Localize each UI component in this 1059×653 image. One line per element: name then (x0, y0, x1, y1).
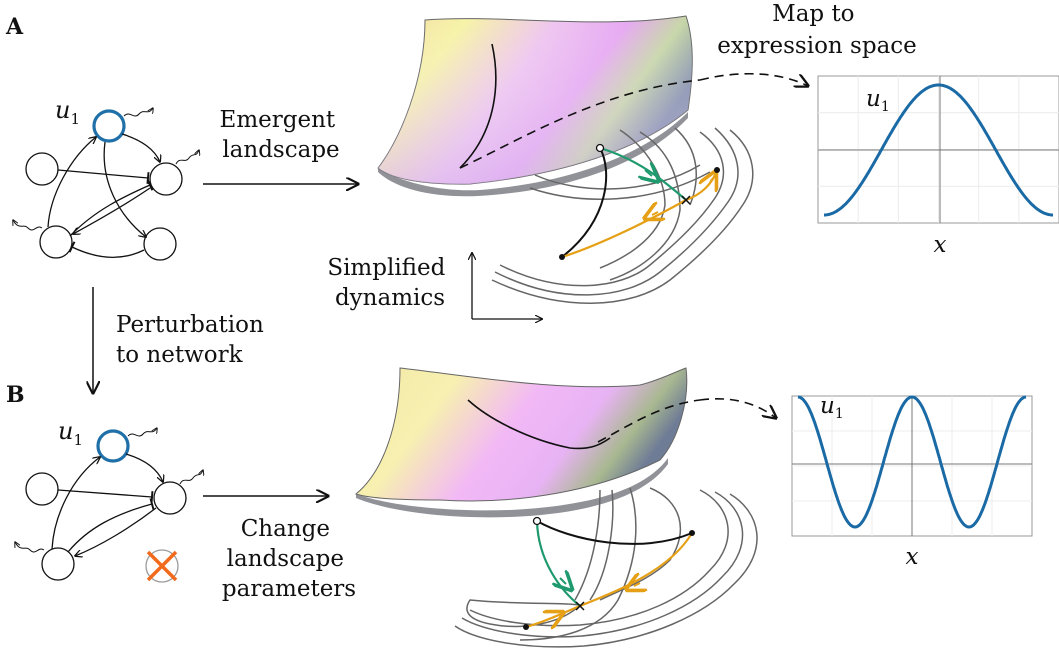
perturbation-label: Perturbation to network (116, 312, 271, 368)
network-node (25, 472, 59, 506)
panel-b-label: B (6, 382, 25, 408)
network-node (149, 162, 183, 196)
network-a-node-label: u1 (55, 96, 80, 128)
expression-plot-b: u1 x (791, 393, 1033, 570)
emergent-landscape-label: Emergent landscape (220, 107, 343, 163)
network-node (39, 225, 73, 259)
plot-a-u1-label: u1 (866, 86, 890, 115)
change-parameters-label: Change landscape parameters (222, 516, 356, 602)
plot-b-x-label: x (906, 544, 919, 570)
landscape-surface-a (377, 15, 808, 197)
map-to-expression-label: Map to expression space (717, 1, 917, 59)
network-a: u1 (13, 96, 199, 261)
expression-curve-b (797, 395, 1027, 529)
panel-a-label: A (5, 14, 24, 40)
expression-plot-a: u1 x (817, 75, 1059, 258)
expression-curve-a (824, 83, 1053, 217)
simplified-dynamics-a (472, 127, 754, 319)
knockout-x-icon (146, 550, 178, 582)
plot-a-x-label: x (934, 232, 947, 258)
simplified-dynamics-b (454, 487, 758, 648)
network-node (41, 547, 75, 581)
network-b: u1 (15, 417, 203, 583)
highlighted-node-u1 (96, 429, 130, 463)
simplified-dynamics-label: Simplified dynamics (327, 255, 452, 311)
network-b-node-label: u1 (58, 417, 83, 449)
network-node (143, 227, 177, 261)
network-node (25, 152, 59, 186)
plot-b-u1-label: u1 (820, 393, 844, 422)
network-node (153, 481, 187, 515)
highlighted-node-u1 (92, 109, 126, 143)
landscape-surface-b (354, 367, 776, 518)
